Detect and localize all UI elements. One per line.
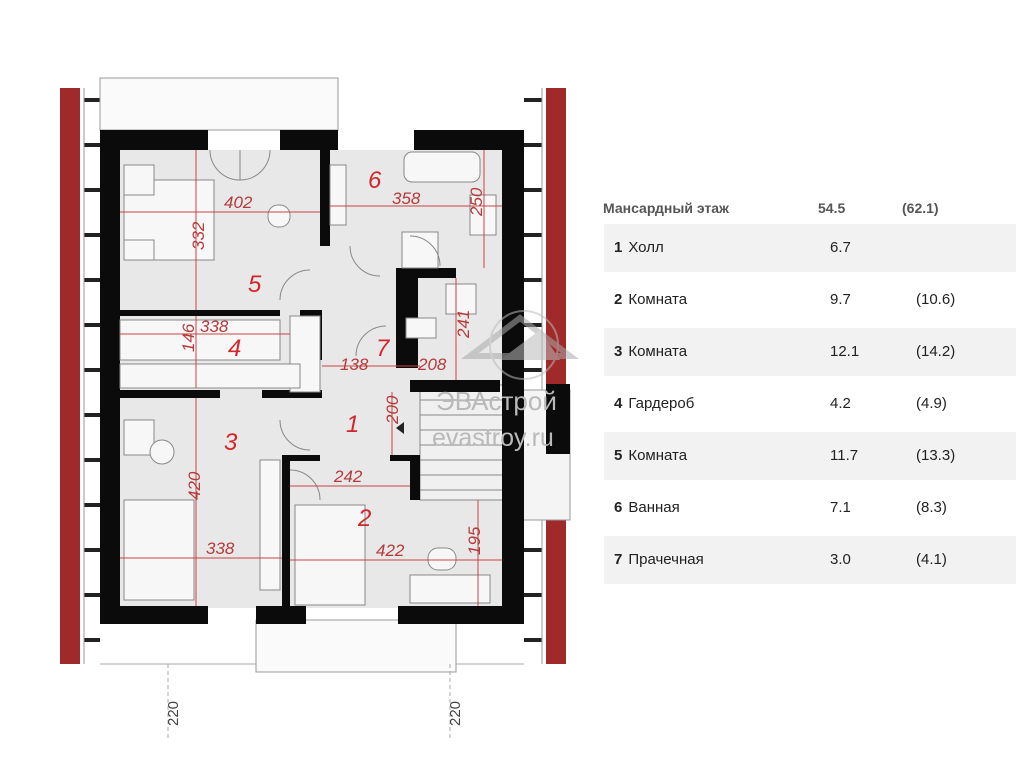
room-number-6: 6 — [368, 167, 382, 194]
dim-room-2-depth: 195 — [465, 526, 484, 555]
table-row: 5 Комната 11.7 (13.3) — [600, 432, 1016, 484]
room-area: 11.7 — [818, 432, 910, 480]
table-row: 6 Ванная 7.1 (8.3) — [600, 484, 1004, 536]
room-number-5: 5 — [248, 271, 262, 298]
room-area: 6.7 — [818, 224, 910, 272]
room-name: Прачечная — [628, 551, 704, 568]
room-name: Комната — [628, 291, 688, 308]
room-number-7: 7 — [376, 335, 391, 362]
roof-left — [60, 88, 80, 664]
axis-label-right: 220 — [447, 701, 464, 726]
axis-label-left: 220 — [165, 701, 182, 726]
room-area-alt: (4.9) — [916, 395, 947, 412]
room-area: 4.2 — [830, 395, 851, 412]
room-area-alt: (10.6) — [916, 291, 956, 308]
dim-room-7-width-b: 208 — [417, 355, 447, 374]
table-row: 4 Гардероб 4.2 (4.9) — [600, 380, 1004, 432]
table-row: 3 Комната 12.1 (14.2) — [600, 328, 1016, 380]
room-area: 3.0 — [818, 536, 910, 584]
watermark-site: evastroy.ru — [432, 424, 554, 452]
dim-room-6-width: 358 — [392, 189, 421, 208]
dim-room-5-depth: 332 — [189, 221, 208, 250]
table-row: 1 Холл 6.7 — [600, 224, 1016, 276]
table-header: Мансардный этаж 54.5 (62.1) — [600, 196, 1004, 224]
room-number-2: 2 — [357, 505, 371, 532]
dimension-lines — [120, 150, 502, 606]
dim-room-4-width: 338 — [200, 317, 229, 336]
table-row: 2 Комната 9.7 (10.6) — [600, 276, 1004, 328]
dim-room-6-depth: 250 — [467, 187, 486, 217]
room-num: 7 — [614, 551, 623, 568]
dim-room-5-width: 402 — [224, 193, 253, 212]
room-area: 12.1 — [818, 328, 910, 376]
dim-room-1-depth: 200 — [383, 395, 402, 425]
door-swings — [209, 149, 441, 501]
room-num: 6 — [614, 499, 623, 516]
room-area-alt: (8.3) — [916, 499, 947, 516]
dim-room-1-width: 242 — [333, 467, 363, 486]
room-area: 9.7 — [830, 291, 851, 308]
room-number-3: 3 — [224, 429, 238, 456]
dim-room-3-width: 338 — [206, 539, 235, 558]
watermark-logo — [461, 310, 579, 380]
room-area-alt — [902, 224, 1016, 272]
room-name: Холл — [628, 239, 664, 256]
room-name: Ванная — [628, 499, 680, 516]
floor-plan: 402 332 358 250 338 146 138 208 241 200 … — [60, 77, 579, 740]
room-area: 7.1 — [830, 499, 851, 516]
balcony-top — [99, 77, 339, 131]
dim-room-7-width-a: 138 — [340, 355, 369, 374]
room-num: 4 — [614, 395, 623, 412]
room-num: 2 — [614, 291, 623, 308]
dim-room-3-depth: 420 — [185, 471, 204, 500]
floor-title: Мансардный этаж — [603, 200, 729, 216]
room-name: Комната — [628, 447, 688, 464]
room-name: Гардероб — [628, 395, 695, 412]
watermark-brand: ЭВАстрой — [436, 386, 557, 416]
rafters-right — [524, 98, 542, 642]
balcony-bottom — [255, 619, 457, 673]
room-area-alt: (13.3) — [902, 432, 1016, 480]
dim-room-4-depth: 146 — [179, 323, 198, 352]
floor-total-area: 54.5 — [818, 200, 846, 216]
table-row: 7 Прачечная 3.0 (4.1) — [600, 536, 1016, 588]
floor-total-area-alt: (62.1) — [902, 200, 939, 216]
room-number-1: 1 — [346, 411, 359, 438]
room-name: Комната — [628, 343, 688, 360]
room-area-alt: (14.2) — [902, 328, 1016, 376]
dim-room-2-width: 422 — [376, 541, 405, 560]
stair-arrow — [396, 422, 404, 434]
room-number-4: 4 — [228, 335, 241, 362]
room-num: 1 — [614, 239, 623, 256]
dim-room-7-depth: 241 — [454, 310, 473, 339]
room-area-alt: (4.1) — [902, 536, 1016, 584]
room-num: 5 — [614, 447, 623, 464]
roof-right — [546, 88, 566, 664]
room-num: 3 — [614, 343, 623, 360]
rafters-left — [84, 98, 100, 642]
